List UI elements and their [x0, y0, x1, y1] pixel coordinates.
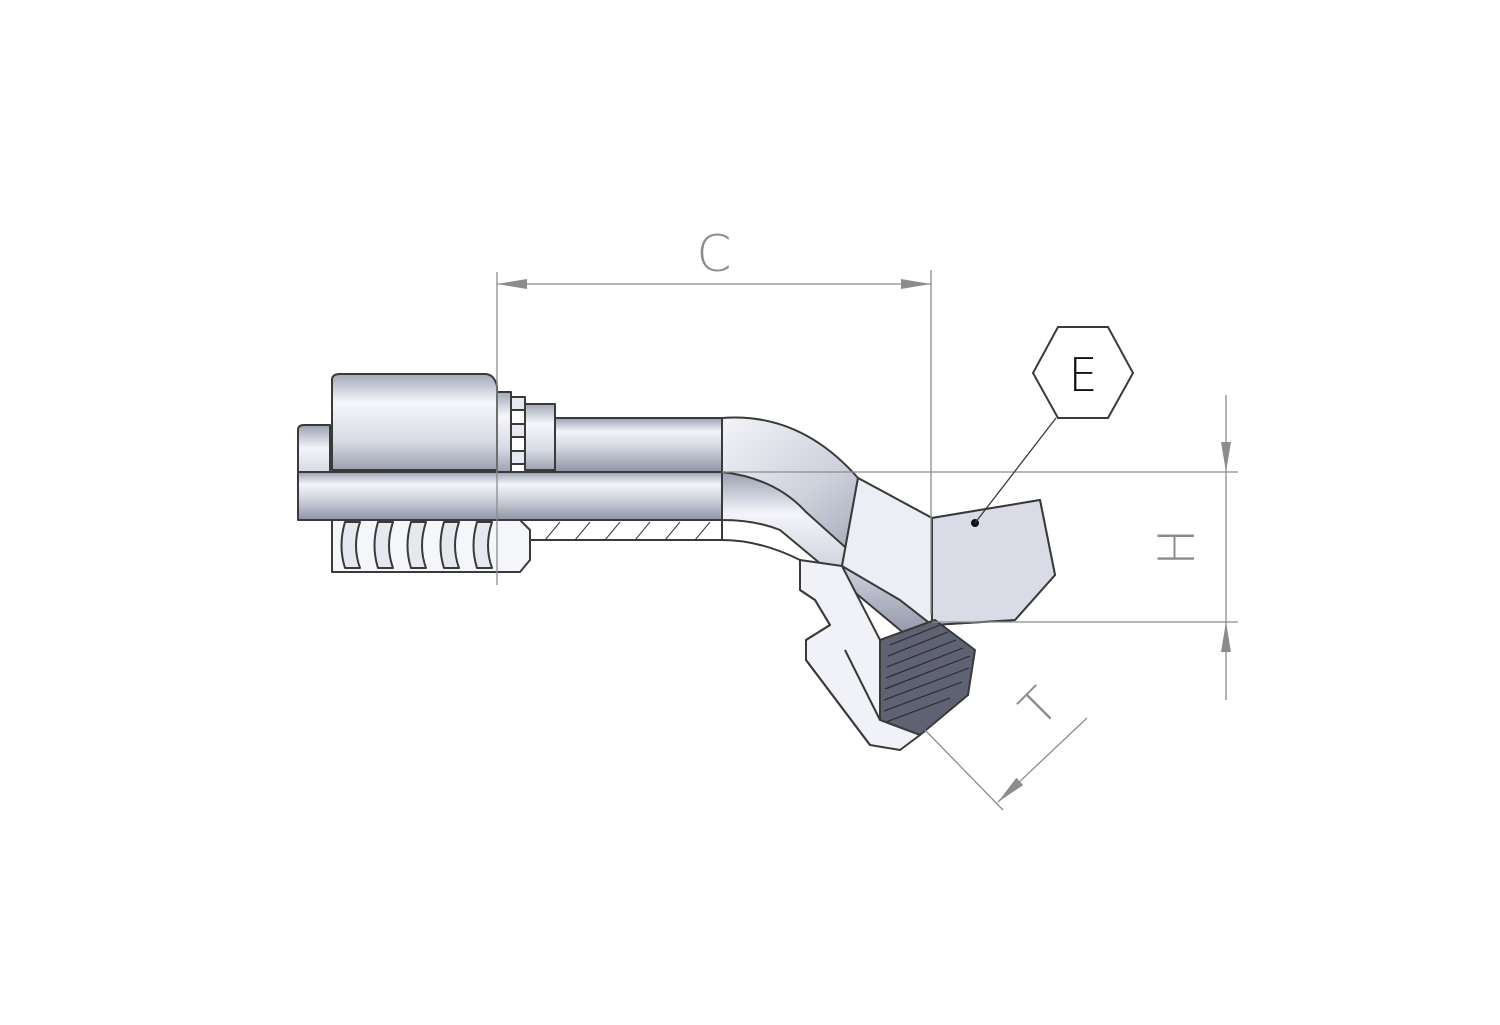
label-h: H — [1148, 528, 1206, 566]
stem-tube — [554, 417, 723, 473]
thread-lines — [883, 624, 971, 723]
hex-nut-flat — [841, 477, 933, 626]
bore-tube — [297, 471, 723, 521]
swivel-nut-steps — [799, 589, 881, 746]
lower-stem-profile — [530, 539, 801, 561]
label-c: C — [697, 225, 732, 283]
insert-barbs — [331, 519, 531, 573]
ferrule-tabs — [510, 396, 526, 465]
label-e: E — [1068, 348, 1097, 402]
dim-t-line — [997, 717, 1088, 803]
section-hatch — [544, 521, 711, 541]
hex-leader-line — [974, 417, 1057, 524]
dimension-lines — [496, 270, 1238, 811]
thread-end — [879, 619, 976, 736]
barb-ridges — [340, 521, 493, 569]
ferrule-collar — [496, 391, 512, 473]
label-t: T — [1009, 677, 1069, 737]
dim-t-ext — [924, 729, 1004, 811]
hex-nut-face — [931, 499, 1056, 626]
hex-callout — [1031, 326, 1135, 419]
collar-ring — [524, 403, 556, 471]
ferrule — [331, 373, 498, 471]
hose-fitting — [297, 373, 1056, 751]
